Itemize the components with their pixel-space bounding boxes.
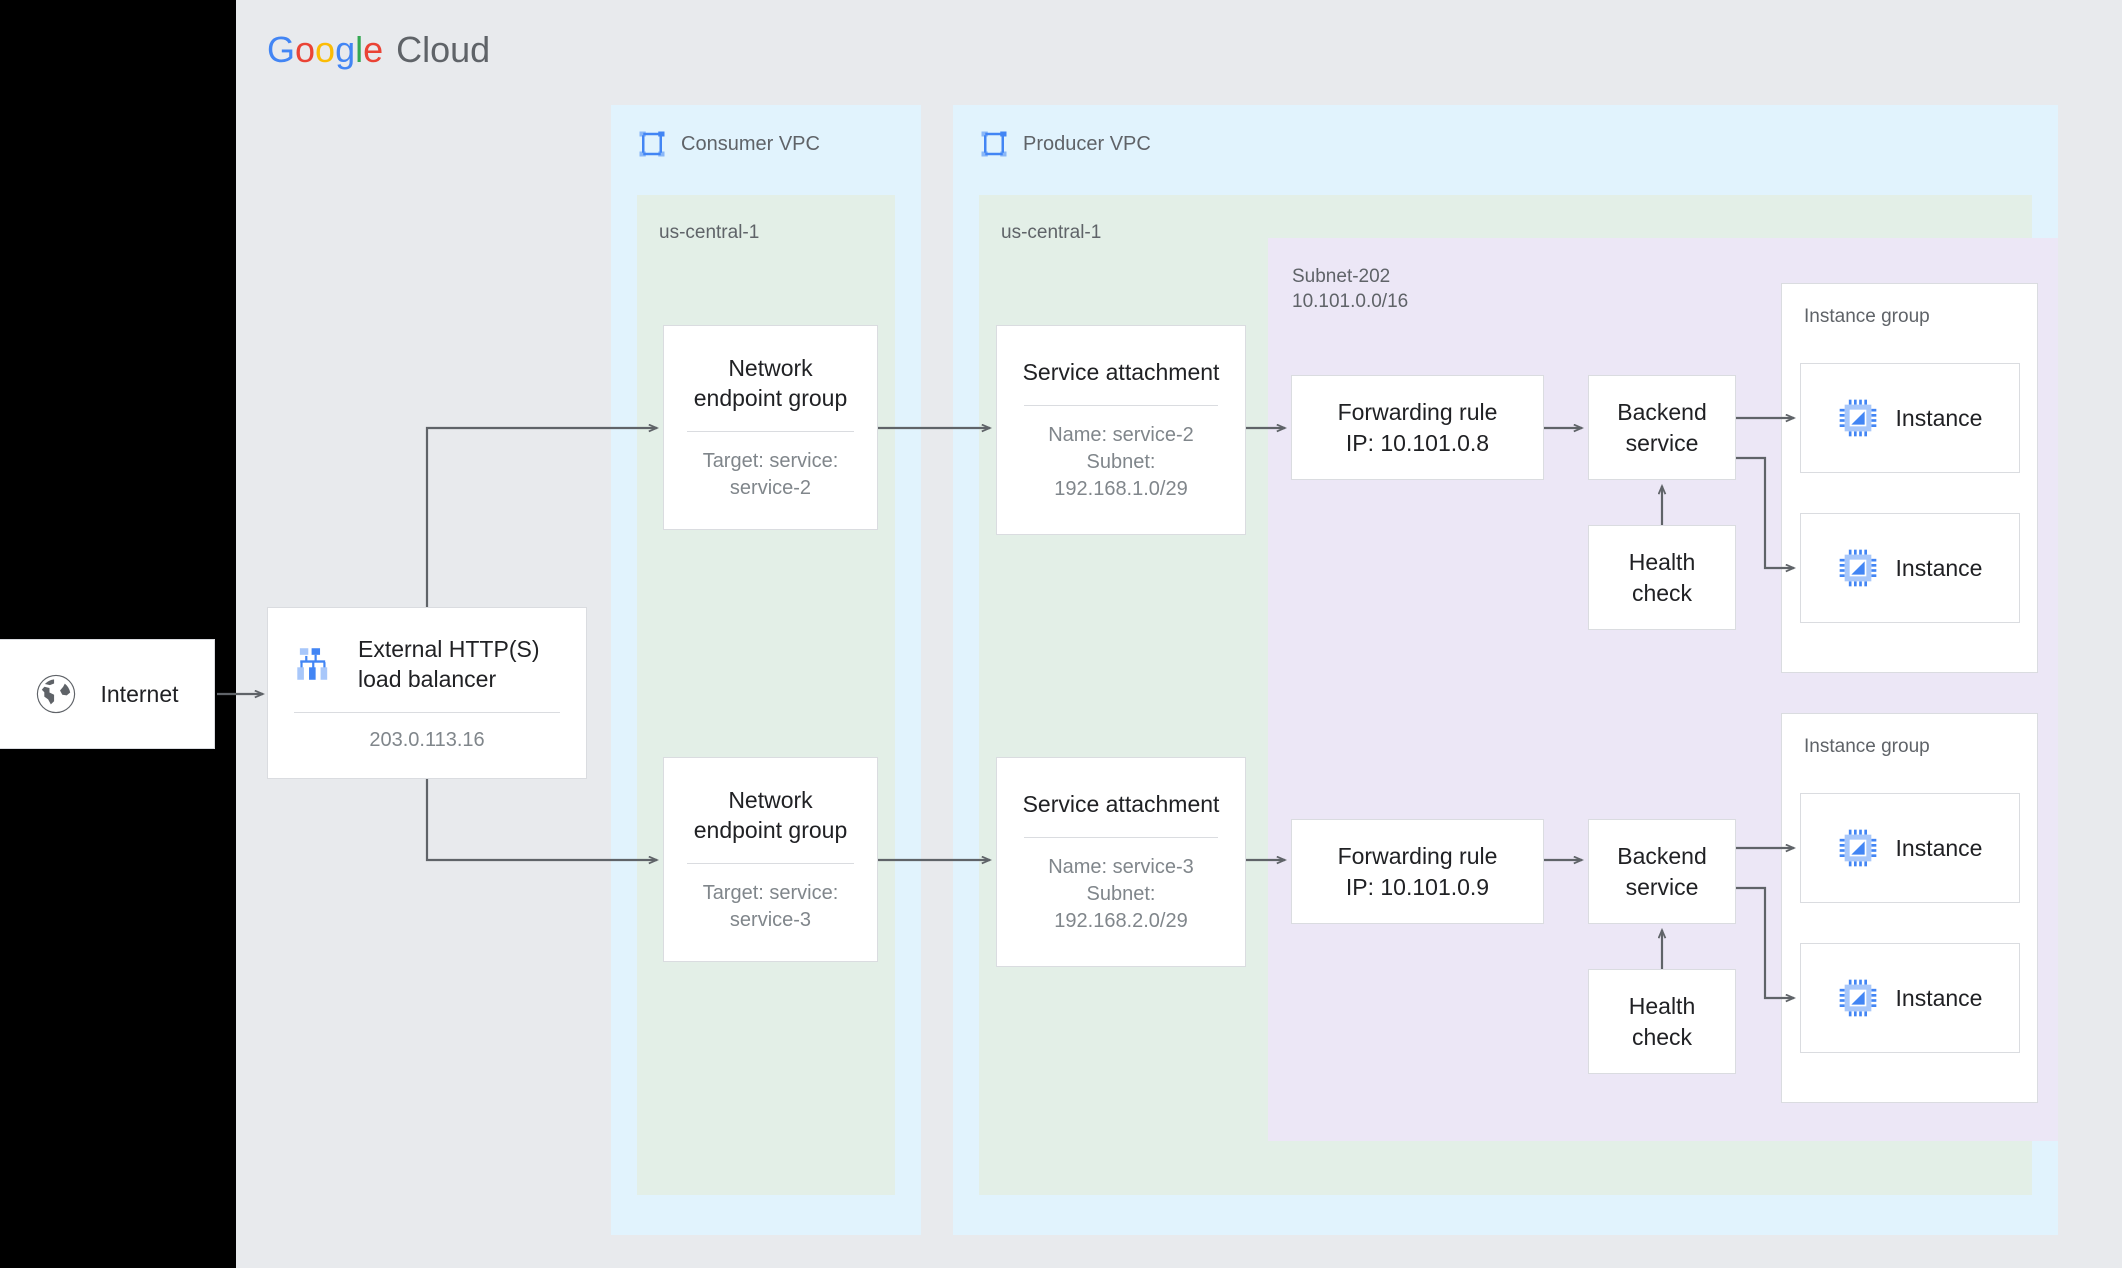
neg-2-sub-line2: service-3: [729, 909, 812, 932]
neg-2-sub-line1: Target: service:: [702, 882, 839, 905]
logo-letter-o1: o: [295, 29, 316, 70]
instance-1-2[interactable]: Instance: [1800, 513, 2020, 623]
network-endpoint-group-2[interactable]: Network endpoint group Target: service: …: [663, 757, 878, 962]
instance-2-2[interactable]: Instance: [1800, 943, 2020, 1053]
instance-icon: [1839, 549, 1876, 587]
logo-cloud-text: Cloud: [396, 29, 491, 70]
neg-2-divider: [687, 863, 854, 865]
consumer-region-label: us-central-1: [659, 222, 760, 243]
backend-service-2-line2: service: [1625, 873, 1699, 900]
instance-icon: [1839, 829, 1876, 867]
load-balancer-title-line1: External HTTP(S): [358, 635, 540, 662]
load-balancer-node[interactable]: External HTTP(S) load balancer 203.0.113…: [267, 607, 587, 779]
forwarding-rule-2[interactable]: Forwarding rule IP: 10.101.0.9: [1291, 819, 1544, 924]
instance-2-1[interactable]: Instance: [1800, 793, 2020, 903]
backend-service-2[interactable]: Backend service: [1588, 819, 1736, 924]
load-balancer-title-line2: load balancer: [358, 666, 497, 692]
neg-1-title-line1: Network: [728, 354, 813, 381]
backend-service-1-line1: Backend: [1617, 398, 1707, 425]
neg-1-title-line2: endpoint group: [693, 385, 848, 412]
health-check-2-line1: Health: [1628, 992, 1696, 1019]
backend-service-1[interactable]: Backend service: [1588, 375, 1736, 480]
subnet-202-label: Subnet-202 10.101.0.0/16: [1292, 264, 1408, 314]
service-attachment-1-name: Name: service-2: [1048, 423, 1194, 446]
forwarding-rule-1[interactable]: Forwarding rule IP: 10.101.0.8: [1291, 375, 1544, 480]
service-attachment-2-divider: [1024, 836, 1218, 838]
service-attachment-1-divider: [1024, 404, 1218, 406]
service-attachment-2-subnet-cidr: 192.168.2.0/29: [1054, 910, 1188, 932]
internet-node[interactable]: Internet: [0, 639, 215, 749]
neg-1-divider: [687, 431, 854, 433]
load-balancer-divider: [294, 712, 560, 714]
logo-letter-g: G: [267, 29, 296, 70]
consumer-vpc-header: Consumer VPC: [637, 129, 820, 159]
load-balancer-header: External HTTP(S) load balancer: [268, 634, 586, 695]
subnet-202-cidr: 10.101.0.0/16: [1292, 291, 1409, 313]
instance-group-1-label: Instance group: [1804, 306, 1930, 327]
load-balancer-icon: [297, 648, 328, 680]
neg-2-title-line1: Network: [728, 786, 813, 813]
health-check-2-line2: check: [1631, 1023, 1693, 1050]
neg-1-sub-line2: service-2: [729, 477, 812, 500]
network-endpoint-group-1[interactable]: Network endpoint group Target: service: …: [663, 325, 878, 530]
logo-letter-o2: o: [315, 29, 336, 70]
logo-letter-l: l: [355, 29, 364, 70]
service-attachment-2-name: Name: service-3: [1048, 855, 1194, 878]
consumer-vpc-title: Consumer VPC: [681, 132, 820, 155]
producer-region-label: us-central-1: [1001, 222, 1102, 243]
producer-vpc-title: Producer VPC: [1023, 132, 1151, 155]
forwarding-rule-1-line2: IP: 10.101.0.8: [1345, 429, 1490, 456]
instance-2-1-label: Instance: [1895, 834, 1983, 861]
service-attachment-2-subnet-label: Subnet:: [1086, 882, 1156, 905]
instance-icon: [1839, 399, 1876, 437]
health-check-1-line1: Health: [1628, 548, 1696, 575]
consumer-vpc-container: Consumer VPC us-central-1: [611, 105, 921, 1235]
internet-label: Internet: [100, 680, 179, 707]
instance-2-2-label: Instance: [1895, 984, 1983, 1011]
neg-1-sub-line1: Target: service:: [702, 450, 839, 473]
service-attachment-1-subnet-cidr: 192.168.1.0/29: [1054, 478, 1188, 500]
service-attachment-1[interactable]: Service attachment Name: service-2 Subne…: [996, 325, 1246, 535]
subnet-202-name: Subnet-202: [1292, 266, 1391, 287]
service-attachment-2-title: Service attachment: [1022, 790, 1220, 817]
load-balancer-title: External HTTP(S) load balancer: [358, 634, 539, 695]
instance-1-2-label: Instance: [1895, 554, 1983, 581]
instance-1-1-label: Instance: [1895, 404, 1983, 431]
forwarding-rule-1-line1: Forwarding rule: [1337, 398, 1498, 425]
logo-letter-e: e: [363, 29, 384, 70]
service-attachment-2[interactable]: Service attachment Name: service-3 Subne…: [996, 757, 1246, 967]
health-check-2[interactable]: Health check: [1588, 969, 1736, 1074]
load-balancer-ip: 203.0.113.16: [369, 729, 485, 752]
google-cloud-logo: Google Cloud: [267, 32, 490, 68]
service-attachment-1-title: Service attachment: [1022, 358, 1220, 385]
forwarding-rule-2-line1: Forwarding rule: [1337, 842, 1498, 869]
instance-1-1[interactable]: Instance: [1800, 363, 2020, 473]
instance-group-2-label: Instance group: [1804, 736, 1930, 757]
backend-service-1-line2: service: [1625, 429, 1699, 456]
backend-service-2-line1: Backend: [1617, 842, 1707, 869]
neg-2-title-line2: endpoint group: [693, 817, 848, 844]
health-check-1-line2: check: [1631, 579, 1693, 606]
health-check-1[interactable]: Health check: [1588, 525, 1736, 630]
service-attachment-1-subnet-label: Subnet:: [1086, 450, 1156, 473]
instance-icon: [1839, 979, 1876, 1017]
forwarding-rule-2-line2: IP: 10.101.0.9: [1345, 873, 1490, 900]
producer-vpc-header: Producer VPC: [979, 129, 1151, 159]
globe-icon: [36, 674, 75, 714]
vpc-icon: [981, 131, 1007, 157]
vpc-icon: [639, 131, 665, 157]
logo-letter-g2: g: [335, 29, 356, 70]
